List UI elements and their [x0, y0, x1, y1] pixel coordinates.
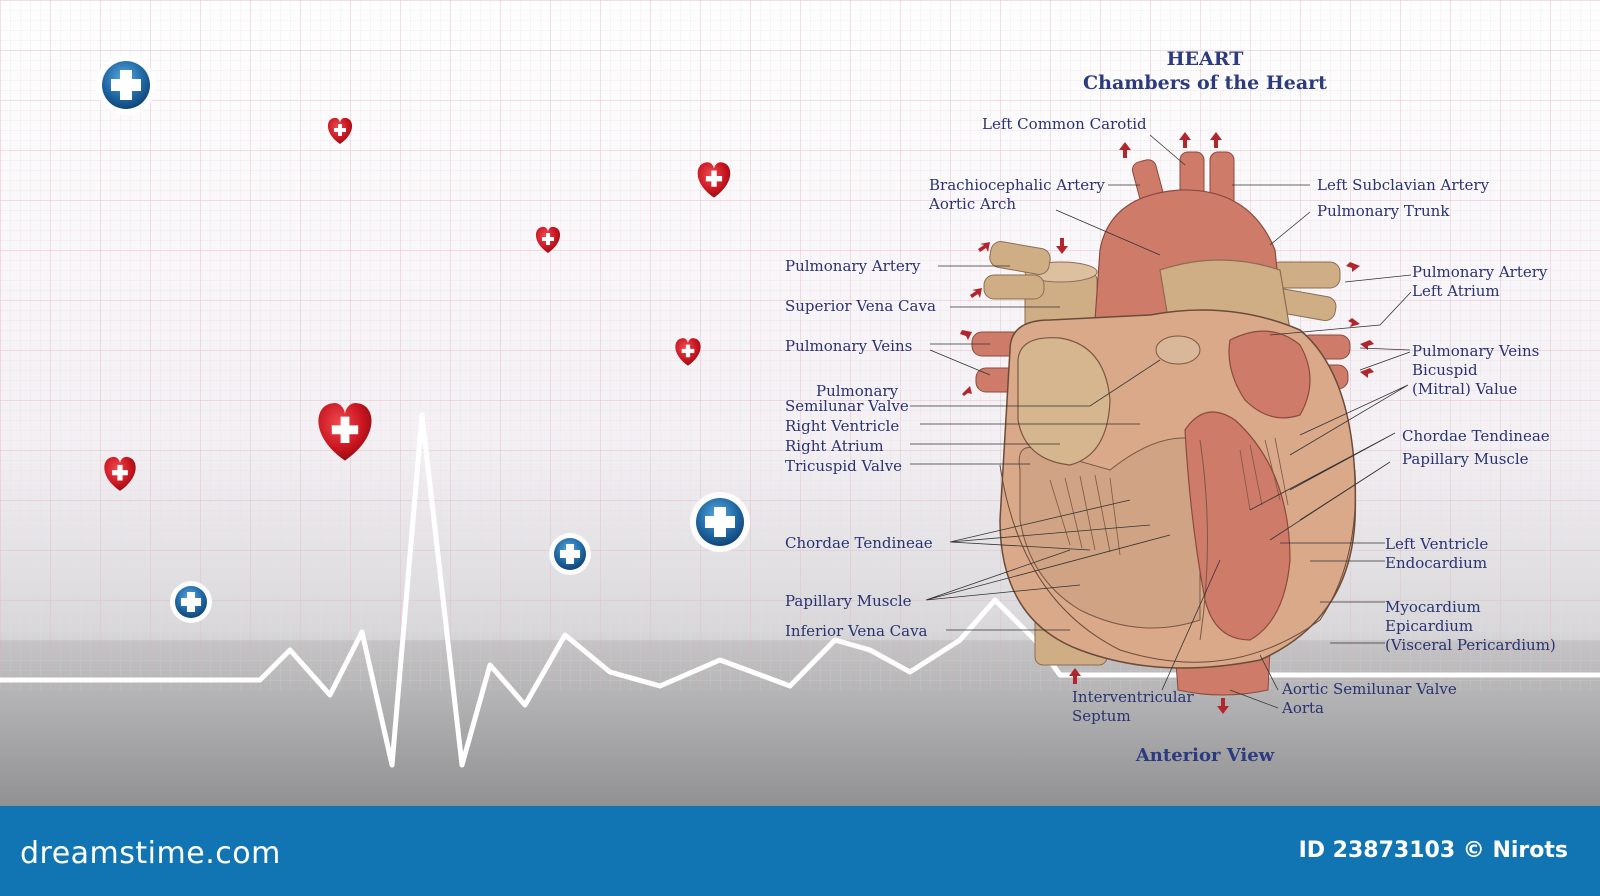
label-papillary-muscle-left: Papillary Muscle [785, 592, 912, 610]
label-pulmonary-veins-left: Pulmonary Veins [785, 337, 913, 355]
label-epicardium: Epicardium [1385, 617, 1474, 635]
diagram-title: HEART [1166, 48, 1244, 70]
diagram-caption: Anterior View [1135, 745, 1275, 766]
background-art [0, 0, 1600, 806]
label-right-ventricle: Right Ventricle [785, 417, 900, 435]
label-chordae-tendineae-right: Chordae Tendineae [1402, 427, 1550, 445]
heart-anatomy-illustration [971, 151, 1357, 696]
heart-plus-icon [104, 456, 136, 491]
leader-lines [910, 134, 1412, 709]
label-right-atrium: Right Atrium [785, 437, 884, 455]
label-myocardium: Myocardium [1385, 598, 1481, 616]
label-pulmonary-semilunar-2: Semilunar Valve [785, 397, 909, 415]
label-left-subclavian-artery: Left Subclavian Artery [1317, 176, 1490, 194]
label-brachiocephalic-artery: Brachiocephalic Artery [929, 176, 1105, 194]
heart-plus-icon [675, 338, 701, 366]
label-visceral-pericardium: (Visceral Pericardium) [1385, 636, 1556, 654]
medical-plus-icon [690, 492, 750, 552]
footer-bar: dreamstime.com ID 23873103 © Nirots [0, 806, 1600, 896]
ecg-line [0, 412, 1600, 768]
label-pulmonary-semilunar-1: Pulmonary [816, 382, 899, 400]
label-tricuspid-valve: Tricuspid Valve [785, 457, 903, 475]
heart-plus-icon [318, 403, 372, 461]
flow-arrows [960, 132, 1374, 714]
label-pulmonary-veins-right: Pulmonary Veins [1412, 342, 1540, 360]
label-interventricular-2: Septum [1072, 707, 1131, 725]
label-interventricular-1: Interventricular [1072, 688, 1194, 706]
label-chordae-tendineae-left: Chordae Tendineae [785, 534, 933, 552]
label-pulmonary-artery-left: Pulmonary Artery [785, 257, 921, 275]
brand-logo[interactable]: dreamstime.com [20, 836, 281, 871]
label-left-ventricle: Left Ventricle [1385, 535, 1489, 553]
label-bicuspid-2: (Mitral) Value [1412, 380, 1518, 398]
heart-plus-icon [327, 117, 353, 144]
label-bicuspid-1: Bicuspid [1412, 361, 1478, 379]
label-superior-vena-cava: Superior Vena Cava [785, 297, 936, 315]
medical-plus-icon [96, 55, 156, 115]
label-aortic-arch: Aortic Arch [929, 195, 1017, 213]
medical-plus-icon [170, 581, 212, 623]
label-pulmonary-artery-right: Pulmonary Artery [1412, 263, 1548, 281]
heart-plus-icon [535, 226, 561, 253]
diagram-subtitle: Chambers of the Heart [1083, 72, 1327, 94]
label-aorta: Aorta [1282, 699, 1325, 717]
heart-plus-icon [697, 162, 731, 198]
medical-plus-icon [549, 533, 591, 575]
label-papillary-muscle-right: Papillary Muscle [1402, 450, 1529, 468]
label-left-common-carotid: Left Common Carotid [982, 115, 1147, 133]
diagram-canvas: HEART Chambers of the Heart Anterior Vie… [0, 0, 1600, 806]
label-endocardium: Endocardium [1385, 554, 1488, 572]
label-left-atrium: Left Atrium [1412, 282, 1500, 300]
label-inferior-vena-cava: Inferior Vena Cava [785, 622, 928, 640]
image-credit: ID 23873103 © Nirots [1298, 838, 1568, 863]
label-aortic-semilunar-valve: Aortic Semilunar Valve [1282, 680, 1457, 698]
label-pulmonary-trunk: Pulmonary Trunk [1317, 202, 1450, 220]
